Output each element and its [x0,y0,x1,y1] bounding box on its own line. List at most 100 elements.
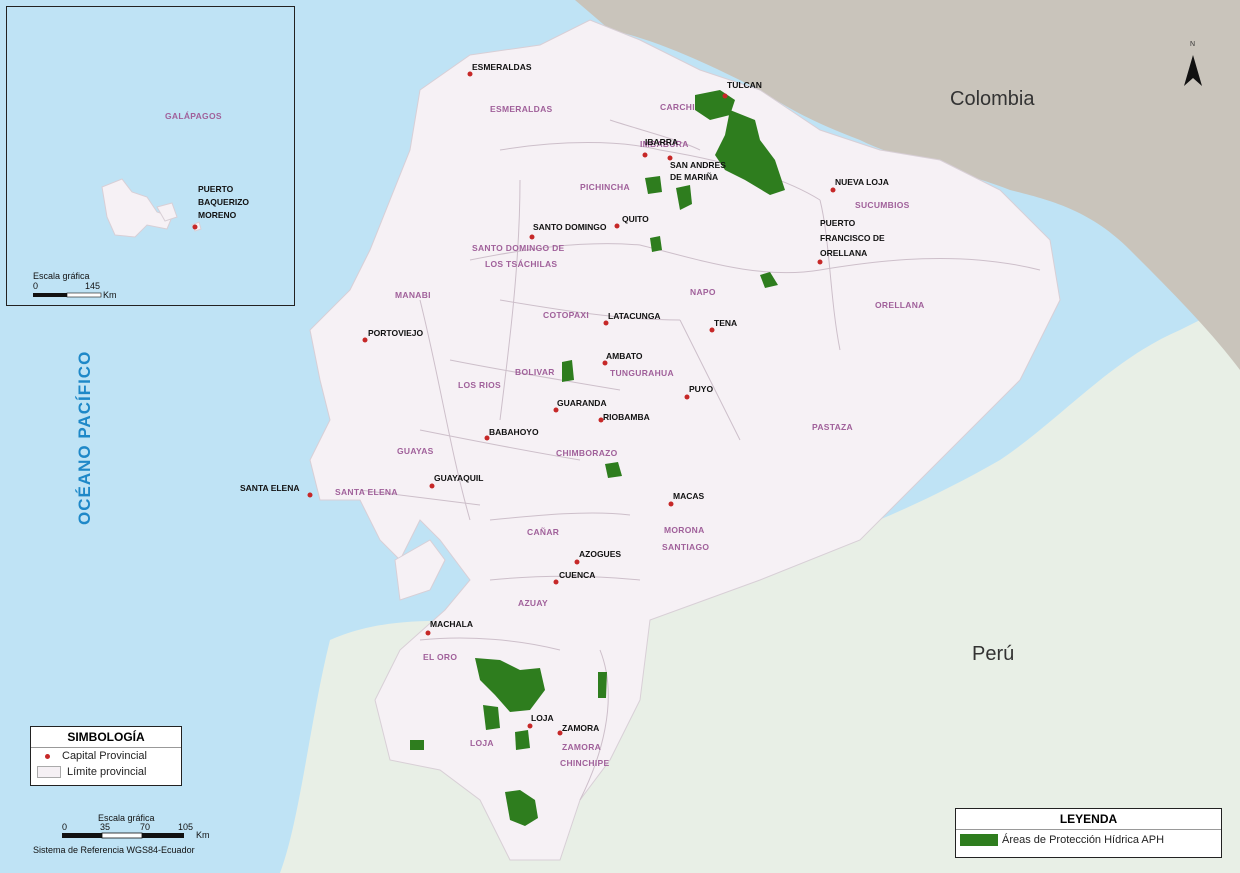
province-label: CAÑAR [527,527,559,537]
capital-dot[interactable] [527,723,533,729]
capital-dot[interactable] [553,579,559,585]
scale-tick: 105 [178,822,193,832]
capital-marker-icon [45,753,50,759]
capital-dot[interactable] [362,337,368,343]
aph-area [645,176,662,194]
scale-tick: 0 [62,822,67,832]
province-label: GUAYAS [397,446,434,456]
capital-dot[interactable] [425,630,431,636]
capital-dot[interactable] [709,327,715,333]
capital-dot[interactable] [603,320,609,326]
inset-scale-bar [33,293,67,297]
capital-label: LOJA [531,713,554,723]
capital-dot[interactable] [574,559,580,565]
inset-scale-tick: 145 [85,281,100,291]
province-label: PICHINCHA [580,182,630,192]
capital-label: CUENCA [559,570,595,580]
reference-system: Sistema de Referencia WGS84-Ecuador [33,845,195,855]
aph-swatch-icon [960,834,998,846]
capital-dot[interactable] [529,234,535,240]
capital-label: PUYO [689,384,713,394]
capital-dot[interactable] [598,417,604,423]
simbologia-item-capital: Capital Provincial [31,748,181,764]
capital-dot[interactable] [614,223,620,229]
aph-area [598,672,607,698]
colombia-area [575,0,1240,370]
province-label: LOS TSÁCHILAS [485,259,557,269]
aph-area [650,236,662,252]
capital-dot[interactable] [722,93,728,99]
ecuador-mainland [309,19,1061,861]
inset-capital-label: BAQUERIZO [198,197,249,207]
province-label: BOLIVAR [515,367,555,377]
capital-dot[interactable] [467,71,473,77]
province-label: EL ORO [423,652,457,662]
aph-area [475,658,545,712]
capital-dot[interactable] [668,501,674,507]
capital-label: SANTA ELENA [240,483,300,493]
province-label: COTOPAXI [543,310,589,320]
country-label-peru: Perú [972,643,1014,665]
scale-tick: 35 [100,822,110,832]
capital-dot[interactable] [192,224,198,230]
province-labels: ESMERALDAS CARCHI IMBABURA PICHINCHA SUC… [335,102,924,768]
capital-dot[interactable] [817,259,823,265]
puna-island [394,539,446,601]
aph-area [410,740,424,750]
inset-scale-title: Escala gráfica [33,271,90,281]
aph-area [676,185,692,210]
inset-label: GALÁPAGOS [165,111,222,121]
inset-scale-unit: Km [103,290,117,300]
leyenda-title: LEYENDA [956,809,1221,830]
galapagos-inset: GALÁPAGOS PUERTO BAQUERIZO MORENO Escala… [6,6,295,306]
capital-label: SANTO DOMINGO [533,222,607,232]
leyenda-item-aph: Áreas de Protección Hídrica APH [956,830,1221,850]
capital-dot[interactable] [684,394,690,400]
inset-capital-label: PUERTO [198,184,234,194]
capital-label: SAN ANDRES [670,160,726,170]
capital-label: BABAHOYO [489,427,539,437]
inset-scale-tick: 0 [33,281,38,291]
simbologia-label: Capital Provincial [62,750,147,762]
capital-label: PUERTO [820,218,856,228]
simbologia-item-boundary: Límite provincial [31,764,181,780]
aph-area [562,360,574,382]
capital-dot[interactable] [484,435,490,441]
province-label: LOS RIOS [458,380,501,390]
island-isabela [101,178,173,238]
province-label: LOJA [470,738,494,748]
province-label: TUNGURAHUA [610,368,674,378]
province-label: IMBABURA [640,139,689,149]
galapagos-inset-svg: GALÁPAGOS PUERTO BAQUERIZO MORENO Escala… [33,111,249,300]
aph-area [483,705,500,730]
capital-dot[interactable] [553,407,559,413]
north-label: N [1190,41,1195,48]
capital-dot[interactable] [307,492,313,498]
capital-label: MACAS [673,491,704,501]
province-label: CARCHI [660,102,695,112]
north-arrow-icon: N [1184,41,1202,86]
scale-tick: 70 [140,822,150,832]
capital-label: TENA [714,318,737,328]
scale-title: Escala gráfica [98,813,155,823]
province-label: SANTA ELENA [335,487,398,497]
province-label: ESMERALDAS [490,104,553,114]
simbologia-label: Límite provincial [67,766,147,778]
capital-dot[interactable] [602,360,608,366]
province-label: ZAMORA [562,742,601,752]
capital-dot[interactable] [667,155,673,161]
capital-label: AZOGUES [579,549,621,559]
capital-label: LATACUNGA [608,311,661,321]
capital-dot[interactable] [642,152,648,158]
capital-dot[interactable] [557,730,563,736]
province-label: NAPO [690,287,716,297]
aph-area [515,730,530,750]
capital-label: QUITO [622,214,649,224]
capital-dot[interactable] [429,483,435,489]
aph-area [505,790,538,826]
province-label: CHINCHIPE [560,758,609,768]
capital-label: AMBATO [606,351,643,361]
capital-dot[interactable] [830,187,836,193]
aph-area [715,110,785,195]
